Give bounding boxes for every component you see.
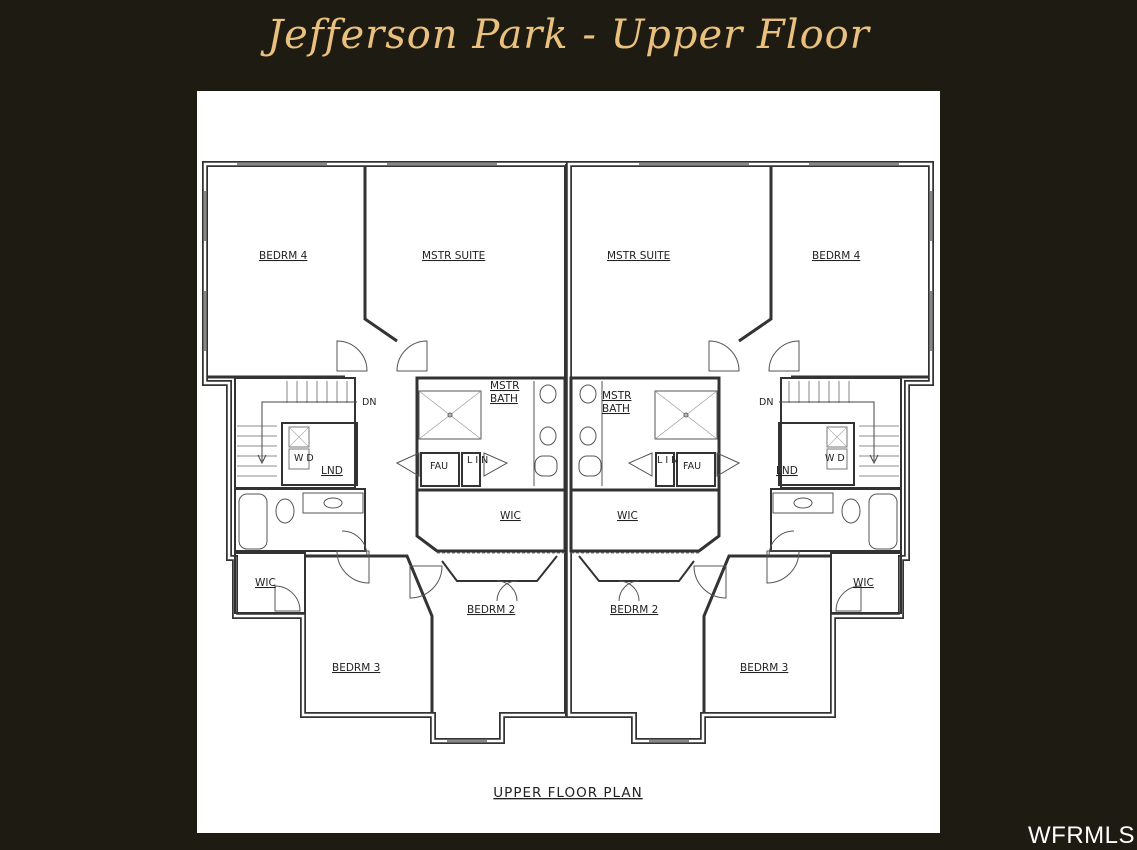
watermark: WFRMLS <box>1028 822 1135 849</box>
room-wic-right-small: WIC <box>853 577 874 589</box>
room-wic-left-small: WIC <box>255 577 276 589</box>
room-bedrm2-right: BEDRM 2 <box>610 604 658 616</box>
floor-plan-drawing: BEDRM 4 MSTR SUITE MSTR BATH FAU L I N L… <box>202 161 940 801</box>
room-bedrm4-left: BEDRM 4 <box>259 250 308 262</box>
room-wic-left-center: WIC <box>500 510 521 522</box>
room-mstr-bath-left-1: MSTR <box>490 380 519 392</box>
room-lnd-left: LND <box>321 465 343 477</box>
room-mstr-bath-left-2: BATH <box>490 393 518 405</box>
room-bedrm2-left: BEDRM 2 <box>467 604 515 616</box>
page-title: Jefferson Park - Upper Floor <box>267 12 870 58</box>
room-mstr-bath-right-2: BATH <box>602 403 630 415</box>
room-fau-left: FAU <box>430 461 448 472</box>
room-lin-left: L I N <box>467 455 488 466</box>
room-lnd-right: LND <box>776 465 798 477</box>
room-wic-right-center: WIC <box>617 510 638 522</box>
room-fau-right: FAU <box>683 461 701 472</box>
room-bedrm3-right: BEDRM 3 <box>740 662 788 674</box>
room-wd-left: W D <box>294 453 314 464</box>
room-mstr-suite-right: MSTR SUITE <box>607 250 670 262</box>
room-bedrm4-right: BEDRM 4 <box>812 250 861 262</box>
room-mstr-suite-left: MSTR SUITE <box>422 250 485 262</box>
room-mstr-bath-right-1: MSTR <box>602 390 631 402</box>
unit-left <box>202 161 570 744</box>
room-bedrm3-left: BEDRM 3 <box>332 662 380 674</box>
stair-dn-left: DN <box>362 397 376 408</box>
stair-dn-right: DN <box>759 397 773 408</box>
room-wd-right: W D <box>825 453 845 464</box>
room-lin-right: L I N <box>657 455 678 466</box>
floor-plan-sheet: BEDRM 4 MSTR SUITE MSTR BATH FAU L I N L… <box>197 91 940 833</box>
plan-label: UPPER FLOOR PLAN <box>493 785 642 801</box>
